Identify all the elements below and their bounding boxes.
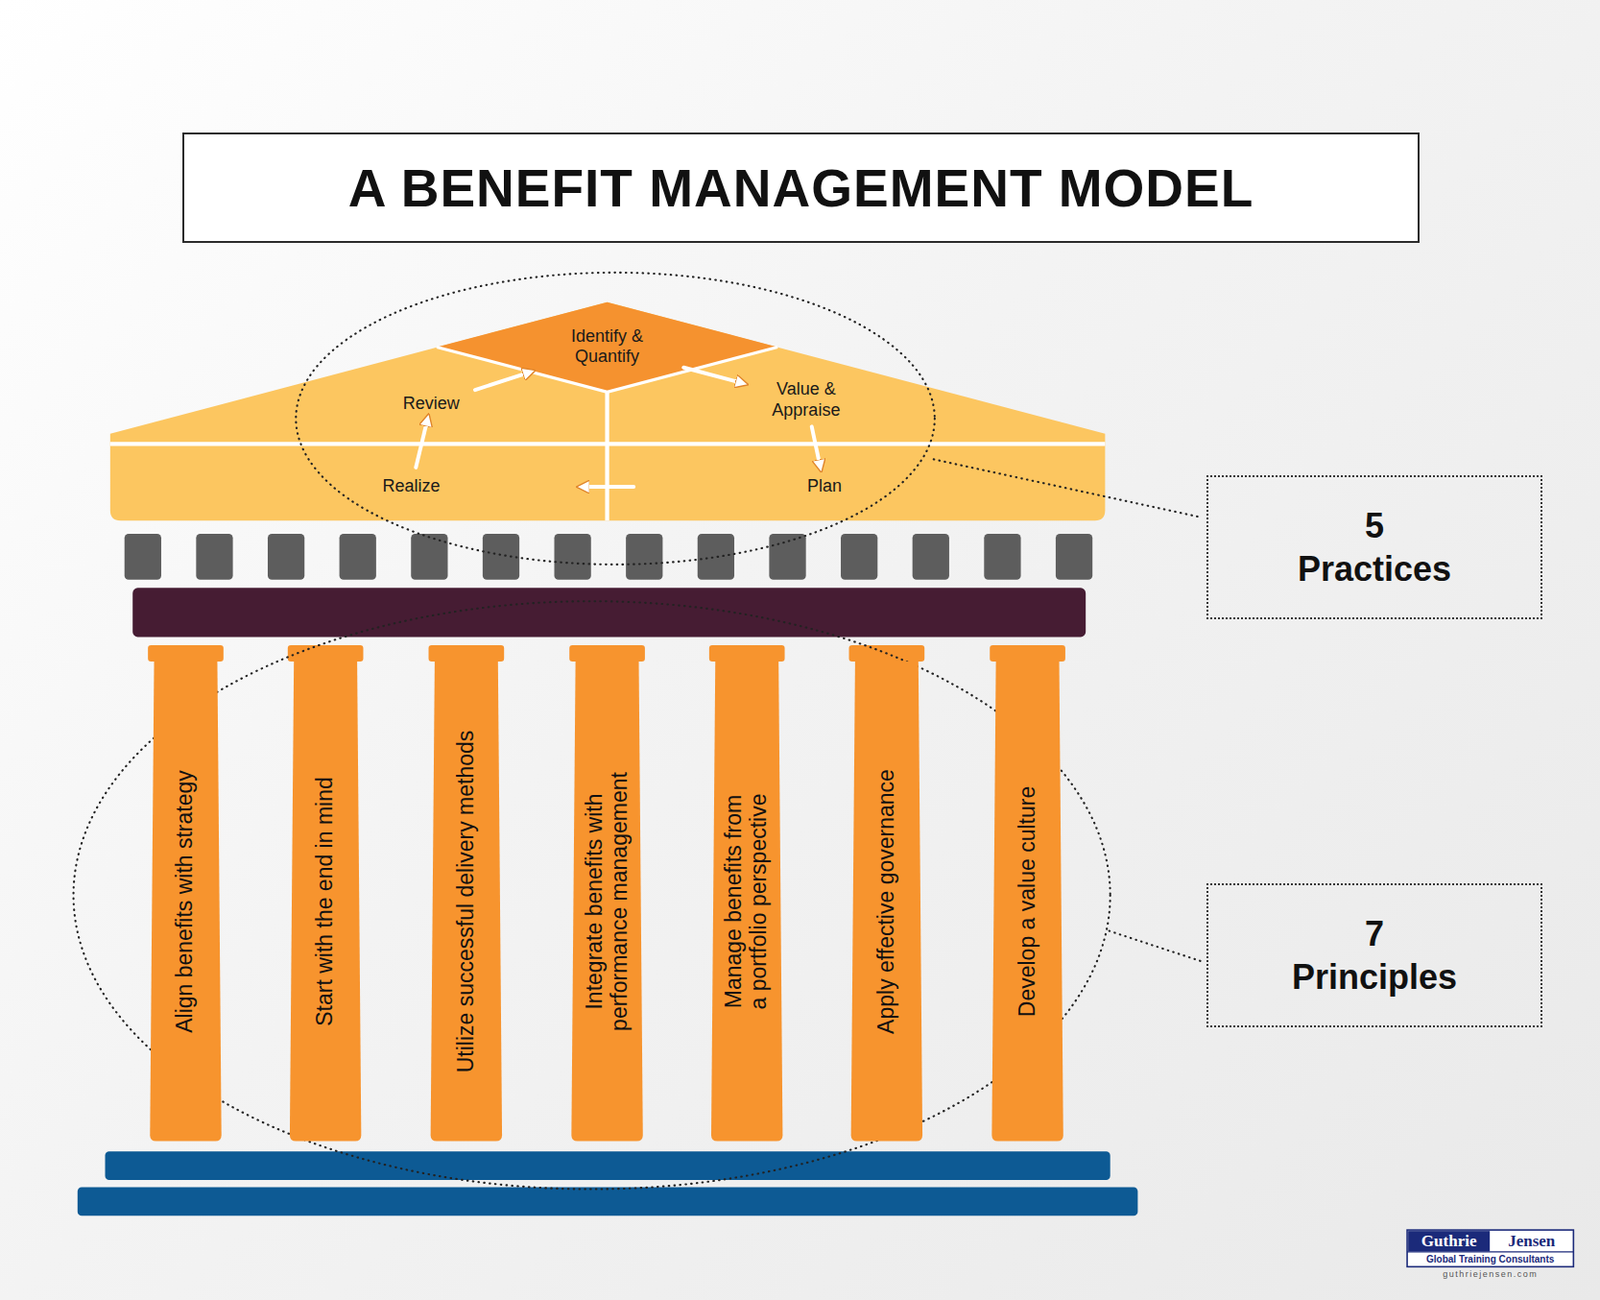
column-shaft [430, 661, 502, 1142]
column-capital [429, 644, 505, 662]
cycle-arrow [811, 426, 821, 468]
column-shaft [991, 661, 1063, 1142]
group-ellipse [73, 600, 1111, 1189]
dentil [482, 533, 520, 580]
cycle-arrow [581, 484, 634, 489]
dentil [625, 533, 663, 580]
dentil [124, 533, 162, 580]
logo-word: Jensen [1489, 1230, 1574, 1251]
principle-text: Manage benefits from a portfolio perspec… [721, 723, 772, 1079]
column-shaft [289, 661, 361, 1142]
column-capital [147, 644, 224, 662]
column-capital [709, 644, 786, 662]
practice-label: Value & Appraise [749, 379, 862, 421]
roof-divider [604, 391, 609, 521]
leader-line [1109, 931, 1203, 962]
group-ellipse [295, 272, 935, 565]
column-shaft [149, 661, 221, 1142]
dentil [912, 533, 950, 580]
column-shaft [711, 661, 783, 1142]
dentil [267, 533, 305, 580]
dentil [410, 533, 448, 580]
base-step [105, 1150, 1111, 1180]
column-capital [989, 644, 1066, 662]
dentil [983, 533, 1021, 580]
cycle-arrow [415, 418, 428, 468]
roof-peak [436, 302, 778, 393]
practice-peak: Identify & Quantify [530, 318, 684, 377]
callout-box: 7 Principles [1206, 883, 1544, 1027]
dentil [339, 533, 377, 580]
practice-segment: Plan [633, 467, 1016, 506]
dentil [195, 533, 233, 580]
logo-word: Guthrie [1408, 1230, 1490, 1251]
principle-column: Align benefits with strategy [154, 661, 218, 1142]
principle-text: Apply effective governance [874, 675, 900, 1127]
principle-column: Apply effective governance [855, 661, 919, 1142]
principle-text: Align benefits with strategy [173, 675, 199, 1127]
principle-text: Develop a value culture [1015, 675, 1041, 1127]
logo-rule [1407, 1250, 1574, 1252]
practice-segment: Value & Appraise [742, 373, 869, 427]
principle-column: Start with the end in mind [293, 661, 358, 1142]
dentil [840, 533, 878, 580]
logo-tagline: Global Training Consultants [1407, 1251, 1574, 1266]
callout-text: 7 Principles [1291, 911, 1457, 999]
title-box: A BENEFIT MANAGEMENT MODEL [182, 132, 1420, 243]
principle-text: Integrate benefits with performance mana… [582, 723, 633, 1079]
dentil [1055, 533, 1093, 580]
callout-box: 5 Practices [1206, 475, 1544, 620]
callout-text: 5 Practices [1297, 503, 1452, 591]
title: A BENEFIT MANAGEMENT MODEL [348, 157, 1255, 219]
cycle-arrow [475, 371, 531, 390]
practice-label: Identify & Quantify [540, 326, 673, 368]
principle-text: Utilize successful delivery methods [453, 675, 479, 1127]
logo-frame [1407, 1229, 1574, 1266]
column-capital [569, 644, 645, 662]
practice-label: Plan [807, 476, 842, 498]
base-step [77, 1186, 1139, 1216]
principle-text: Start with the end in mind [312, 675, 338, 1127]
practice-label: Review [403, 393, 460, 415]
principle-column: Manage benefits from a portfolio perspec… [715, 661, 779, 1142]
practice-label: Realize [382, 476, 440, 498]
logo-block [1408, 1230, 1490, 1251]
logo-url: guthriejensen.com [1407, 1266, 1574, 1280]
leader-line [933, 458, 1203, 518]
principle-column: Develop a value culture [996, 661, 1060, 1142]
cycle-arrow [683, 367, 743, 384]
architrave [132, 587, 1086, 637]
principle-column: Integrate benefits with performance mana… [575, 661, 640, 1142]
practice-segment: Review [306, 389, 556, 419]
column-shaft [571, 661, 643, 1142]
temple-group [73, 272, 1575, 1266]
principle-column: Utilize successful delivery methods [434, 661, 499, 1142]
practice-segment: Realize [240, 467, 582, 506]
dentil [553, 533, 591, 580]
dentil [697, 533, 735, 580]
column-shaft [851, 661, 923, 1142]
dentil [768, 533, 806, 580]
roof [110, 302, 1106, 522]
